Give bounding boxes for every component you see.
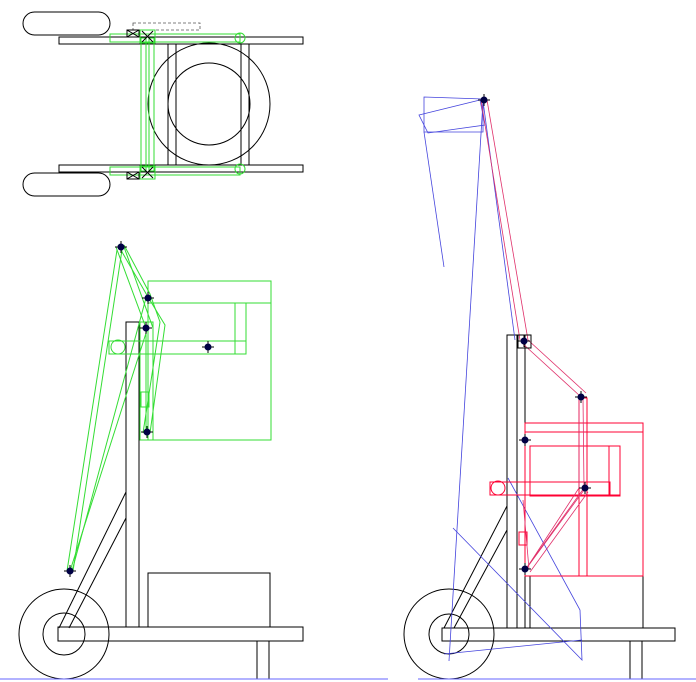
red-link-long-a (480, 99, 521, 341)
red-arm-horizontal (489, 481, 611, 496)
top-wheel-upper (22, 11, 111, 36)
green-arm-horizontal (108, 340, 247, 355)
red-view-leg (629, 640, 643, 680)
top-bearing-upper (126, 29, 140, 38)
red-arm-vertical (608, 445, 621, 496)
joint-marker (519, 563, 531, 575)
red-panel-inner (529, 445, 621, 497)
joint-marker (519, 434, 531, 446)
sweep-upper-frame-b (418, 99, 486, 134)
top-bearing-lower-x2 (126, 171, 140, 180)
green-view-wheel-outer (18, 588, 110, 680)
sweep-left-arc (423, 131, 445, 268)
joint-marker (64, 565, 76, 577)
joint-marker (115, 241, 127, 253)
red-arm-roller (490, 480, 506, 496)
green-arm-vertical (234, 302, 247, 355)
green-view-box (147, 572, 271, 628)
top-green-post-b (148, 37, 155, 172)
green-arm-roller (110, 339, 126, 355)
green-view-strut-b (68, 517, 127, 629)
green-panel (147, 280, 272, 441)
red-view-strut-a (443, 505, 508, 629)
top-rail-lower (58, 164, 304, 173)
red-slider-block (518, 531, 528, 546)
side-view-red (403, 94, 696, 680)
red-link-long-b (486, 99, 529, 341)
red-link-cross-a (525, 489, 585, 570)
top-block-lower-x2 (141, 166, 154, 179)
red-link-cross-c (522, 499, 530, 570)
top-green-bar-lower (109, 166, 241, 176)
top-rail-upper (58, 36, 304, 45)
top-green-pivot-lower (234, 163, 246, 175)
sweep-lower-diag (443, 639, 583, 655)
green-link-diag-b (71, 297, 147, 572)
red-link-cross-b (529, 491, 589, 573)
top-drum-inner (167, 62, 251, 146)
top-green-block-lower (139, 165, 156, 180)
joint-marker (141, 426, 153, 438)
top-bearing-lower (126, 171, 140, 180)
joint-marker (518, 335, 530, 347)
red-link-mid-a (521, 342, 581, 397)
green-view-column (125, 321, 140, 628)
red-view-box (529, 575, 644, 629)
green-link-long-b (72, 249, 123, 572)
sweep-long-a (448, 100, 484, 662)
red-link-lower-a (524, 397, 585, 571)
sweep-upper-frame-a (423, 96, 484, 133)
joint-marker (579, 482, 591, 494)
side-view-green (0, 241, 388, 680)
top-green-post-a (140, 37, 147, 172)
top-view (22, 11, 304, 197)
top-block-upper-x2 (141, 30, 154, 43)
joint-marker (140, 322, 152, 334)
joint-marker (142, 292, 154, 304)
sweep-long-b (482, 100, 516, 341)
red-view-wheel-inner (428, 613, 470, 655)
red-view-wheel-outer (403, 588, 495, 680)
red-view-strut-b (453, 529, 508, 629)
green-slider-block (140, 391, 150, 408)
green-link-upper-b (123, 246, 154, 433)
joint-marker (575, 391, 587, 403)
joint-marker (478, 94, 490, 106)
top-drum-outer (147, 42, 271, 166)
top-bearing-upper-x2 (126, 29, 140, 38)
green-link-upper-d (123, 244, 161, 434)
red-link-mid-b (527, 339, 587, 394)
green-link-long-a (66, 249, 118, 572)
top-dashed-outline (132, 22, 201, 31)
joint-marker (202, 341, 214, 353)
green-view-leg (256, 640, 270, 680)
green-view-strut-a (58, 491, 127, 629)
top-wheel-lower (22, 172, 111, 197)
top-green-bar-upper (109, 33, 241, 43)
top-green-pivot-upper (234, 32, 246, 44)
green-view-wheel-inner (42, 612, 86, 656)
red-view-base (441, 627, 676, 642)
green-view-base (57, 626, 304, 642)
top-green-block-upper (139, 29, 156, 44)
